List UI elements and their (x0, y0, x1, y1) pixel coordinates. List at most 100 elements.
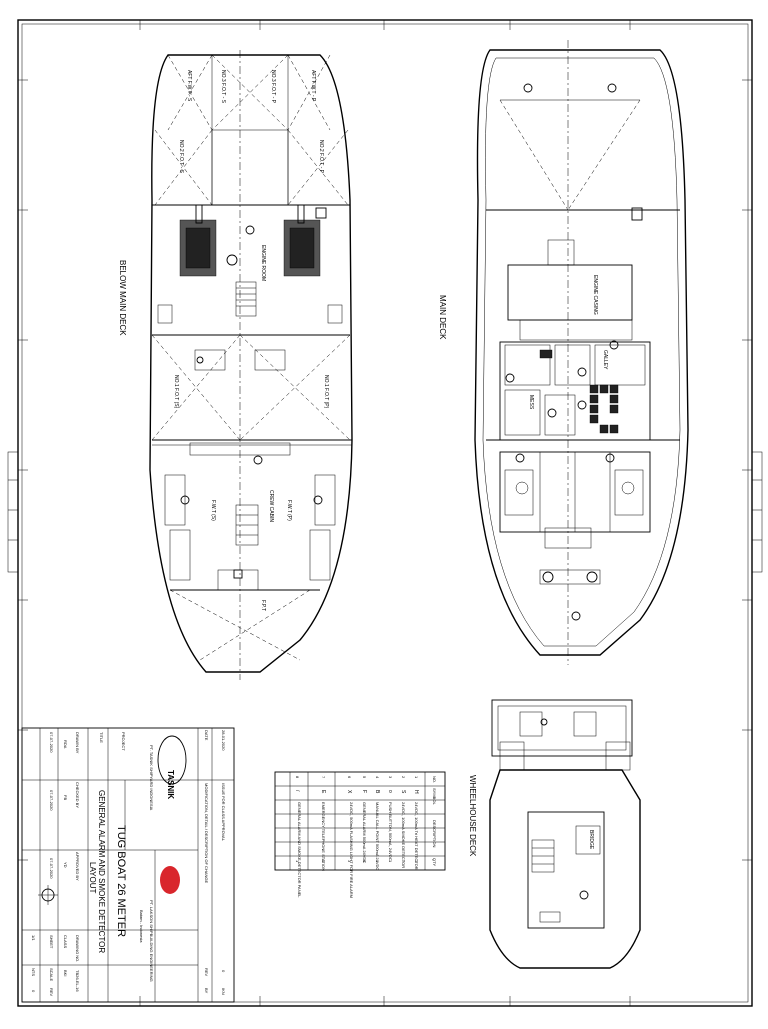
legend-qty: 1 (295, 860, 300, 863)
label-crew-cabin: CREW CABIN (268, 490, 274, 522)
approved-by: YD (63, 862, 68, 868)
label-fwt-p: F.W.T (P) (286, 500, 292, 521)
legend-description: GENERAL ALARM 500mA 24VDC (362, 802, 367, 863)
checked-by-label: CHECKED BY (75, 782, 80, 808)
legend-description: MANUAL CALL POINT 500mA 24VDC (375, 802, 380, 870)
legend-qty: 7 (401, 860, 406, 863)
main-deck-plan: MAIN DECK ENGINE CASING GALLEY MESS (438, 40, 689, 665)
legend-qty: 1 (414, 860, 419, 863)
label-fot3-s: NO.3 F.O.T - S (220, 70, 226, 104)
legend-symbol: S (400, 790, 406, 794)
legend-symbol: X (346, 790, 352, 794)
revision-number: 0 (221, 970, 226, 973)
legend-header-qty: QTY (432, 858, 437, 867)
drawing-no-label: DRAWING NO. (75, 935, 80, 962)
label-galley: GALLEY (602, 350, 608, 370)
label-mess: MESS (528, 395, 534, 410)
below-main-deck-plan: BELOW MAIN DECK AFT F.W.T - S AFT F.W.T … (118, 50, 353, 680)
legend-description: EMERGENCY TELEPHONE STATION (321, 802, 326, 871)
legend-no: 3 (388, 776, 393, 779)
legend-qty: 5 (362, 860, 367, 863)
rev-label: REV (49, 988, 54, 997)
drawn-date: 07-07-2020 (49, 732, 54, 753)
legend-header-no: NO. (432, 776, 437, 783)
scale-label: SCALE (49, 968, 54, 981)
deck-title-main: MAIN DECK (438, 295, 447, 340)
legend-symbol: F (361, 790, 367, 793)
title-line1: GENERAL ALARM AND SMOKE DETECTOR (97, 790, 106, 953)
legend-header-symbol: SYMBOL (432, 788, 437, 805)
legend-description: GENERAL ALARM AND SMOKE DETECTOR PANEL (297, 802, 302, 898)
legend-no: 4 (375, 776, 380, 779)
checked-by: FB (63, 795, 68, 800)
legend-symbol: B (374, 790, 380, 794)
outer-border (17, 19, 753, 1007)
scale-value: NTS (31, 968, 36, 976)
legend-row: 7 E EMERGENCY TELEPHONE STATION 1 (320, 776, 326, 871)
approved-date: 07-07-2020 (49, 858, 54, 879)
revision-header-date: DATE (204, 730, 209, 741)
label-fot2-p: NO.2 F.O.T - P (318, 140, 324, 174)
checked-date: 07-07-2020 (49, 790, 54, 811)
label-fot3-p: NO.3 F.O.T - P (270, 70, 276, 104)
legend-no: 7 (321, 776, 326, 779)
legend-symbol: / (294, 790, 300, 792)
revision-date: 28-01-2020 (221, 730, 226, 751)
title-line2: LAYOUT (88, 862, 97, 894)
legend-qty: 1 (375, 860, 380, 863)
legend-no: 5 (362, 776, 367, 779)
label-fpt: F.P.T (260, 600, 266, 611)
main-engine-starboard (283, 204, 321, 277)
legend-description: 24VDC, 500mA FLASHING LIGHT FOR FIRE ALA… (349, 802, 354, 898)
legend-header-description: DESCRIPTION (432, 820, 437, 847)
legend-qty: 1 (321, 860, 326, 863)
project-name: TUG BOAT 26 METER (115, 825, 127, 937)
tasnik-logo: TASNIK (157, 735, 187, 799)
drawn-by: RDA (63, 740, 68, 749)
legend-row: 2 S 24VDC, 100mA SMOKE DETECTOR 7 (400, 776, 406, 868)
label-fot2-s: NO.2 F.O.T - S (178, 140, 184, 174)
company2-subtitle: Batam - Indonesia (139, 910, 144, 943)
projection-symbol-icon (38, 885, 58, 905)
legend-qty: 1 (388, 860, 393, 863)
legend-symbol: o (387, 790, 393, 793)
below-deck-hull-outline (149, 54, 353, 673)
legend-row: 4 B MANUAL CALL POINT 500mA 24VDC 1 (374, 776, 380, 870)
legend-row: 6 X 24VDC, 500mA FLASHING LIGHT FOR FIRE… (346, 776, 354, 898)
legend-no: 1 (414, 776, 419, 779)
wheelhouse-deck-plan: WHEELHOUSE DECK BRIDGE (468, 699, 641, 969)
label-aft-fwt-s: AFT F.W.T - S (186, 70, 192, 102)
sheet-label: SHEET (49, 935, 54, 949)
approved-by-label: APPROVED BY (75, 852, 80, 881)
project-label: PROJECT (121, 732, 126, 751)
accommodation-block (499, 341, 651, 441)
legend-symbol: E (320, 790, 326, 794)
revision-header-modification: MODIFICATION, DETAIL / DESCRIPTION OF CH… (204, 783, 209, 883)
legend-row: 1 H 24VDC, 100mA Tri HEAT DETECTOR 1 (413, 776, 419, 870)
crew-bunks (164, 474, 336, 581)
forward-cabins (499, 451, 651, 549)
sheet-value: 1/1 (31, 935, 36, 941)
drawn-by-label: DRAWN BY (75, 732, 80, 754)
galley-counter (589, 384, 619, 434)
title-label: TITLE (99, 732, 104, 743)
legend-description: PUSH BUTTON, 500mA, 24VDC (388, 802, 393, 861)
revision-by: IKN (221, 988, 226, 995)
legend-description: 24VDC, 100mA SMOKE DETECTOR (401, 802, 406, 868)
revision-description: ISSUE FOR CLASS APPROVAL (221, 783, 226, 842)
revision-header-by: BY (204, 988, 209, 994)
legend-description: 24VDC, 100mA Tri HEAT DETECTOR (414, 802, 419, 870)
label-engine-casing: ENGINE CASING (592, 275, 598, 315)
legend-row: 3 o PUSH BUTTON, 500mA, 24VDC 1 (387, 776, 393, 863)
main-engine-port (179, 204, 217, 277)
label-bridge: BRIDGE (588, 830, 594, 850)
legend-row: 8 / GENERAL ALARM AND SMOKE DETECTOR PAN… (294, 776, 302, 898)
title-block: DATE MODIFICATION, DETAIL / DESCRIPTION … (21, 727, 235, 1003)
legend-table: NO. SYMBOL DESCRIPTION QTY 1 H 24VDC, 10… (274, 771, 446, 898)
engine-casing (507, 264, 633, 321)
rev-value: 0 (31, 990, 36, 993)
class-label: CLASS (63, 935, 68, 948)
legend-no: 2 (401, 776, 406, 779)
legend-rows: 1 H 24VDC, 100mA Tri HEAT DETECTOR 1 2 S… (294, 776, 419, 898)
legend-qty: 3 (347, 860, 352, 863)
